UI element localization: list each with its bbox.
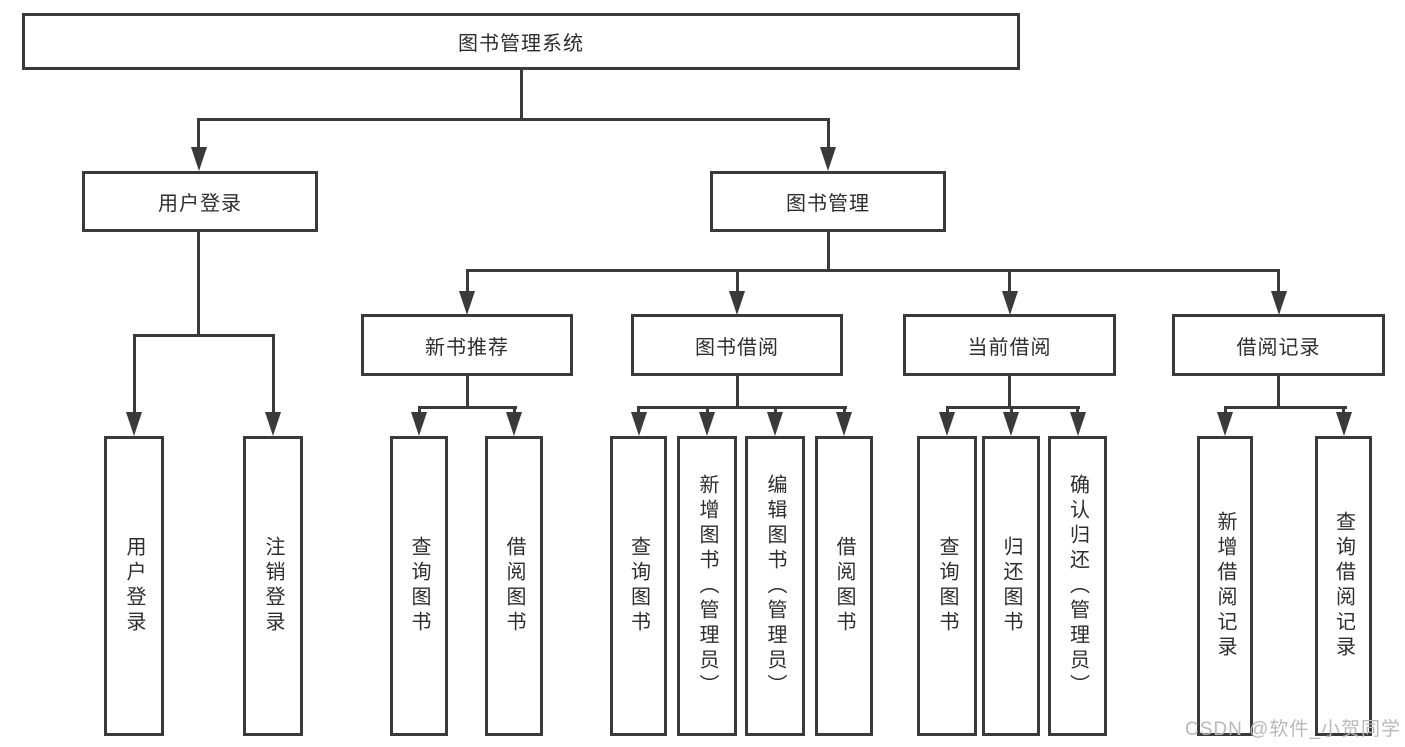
arrow-down-icon bbox=[190, 147, 207, 171]
leaf-user-login: 用户登录 bbox=[104, 436, 164, 736]
connector-line bbox=[773, 406, 777, 415]
connector-line bbox=[1008, 376, 1011, 408]
arrow-down-icon bbox=[1335, 412, 1352, 436]
node-current-borrowing: 当前借阅 bbox=[903, 314, 1116, 376]
leaf-edit-book-admin-label: 编辑图书（管理员） bbox=[764, 473, 786, 699]
leaf-borrow-books-a-label: 借阅图书 bbox=[503, 536, 525, 636]
leaf-add-borrow-record-label: 新增借阅记录 bbox=[1214, 511, 1236, 661]
connector-line bbox=[512, 406, 516, 415]
node-borrow-records: 借阅记录 bbox=[1172, 314, 1385, 376]
connector-line bbox=[465, 376, 469, 408]
connector-line bbox=[945, 406, 949, 415]
arrow-down-icon bbox=[1069, 412, 1086, 436]
leaf-add-book-admin-label: 新增图书（管理员） bbox=[696, 473, 718, 699]
arrow-down-icon bbox=[699, 412, 715, 436]
leaf-return-book-label: 归还图书 bbox=[1000, 536, 1022, 636]
arrow-down-icon bbox=[836, 412, 852, 436]
leaf-confirm-return-admin-label: 确认归还（管理员） bbox=[1066, 473, 1089, 699]
leaf-query-borrow-record: 查询借阅记录 bbox=[1315, 436, 1372, 736]
arrow-down-icon bbox=[265, 412, 281, 436]
node-root-label: 图书管理系统 bbox=[458, 33, 584, 55]
leaf-borrow-books-a: 借阅图书 bbox=[485, 436, 543, 736]
leaf-confirm-return-admin: 确认归还（管理员） bbox=[1048, 436, 1107, 736]
leaf-query-books-a: 查询图书 bbox=[390, 436, 448, 736]
leaf-edit-book-admin: 编辑图书（管理员） bbox=[745, 436, 805, 736]
connector-line bbox=[417, 406, 517, 409]
leaf-borrow-books-b-label: 借阅图书 bbox=[833, 536, 855, 636]
leaf-user-login-label: 用户登录 bbox=[123, 536, 145, 636]
connector-line bbox=[1277, 376, 1280, 408]
connector-line bbox=[519, 70, 523, 118]
arrow-down-icon bbox=[1001, 291, 1018, 315]
connector-line bbox=[945, 406, 1080, 409]
arrow-down-icon bbox=[1270, 291, 1287, 315]
node-new-book-recommend: 新书推荐 bbox=[361, 314, 573, 376]
leaf-logout: 注销登录 bbox=[243, 436, 303, 736]
node-user-login: 用户登录 bbox=[82, 171, 318, 232]
node-book-borrowing-label: 图书借阅 bbox=[695, 336, 779, 359]
arrow-down-icon bbox=[729, 291, 745, 315]
connector-line bbox=[1009, 406, 1013, 415]
node-borrow-records-label: 借阅记录 bbox=[1236, 336, 1321, 359]
arrow-down-icon bbox=[126, 412, 142, 436]
node-book-management-label: 图书管理 bbox=[786, 193, 870, 215]
leaf-query-books-c-label: 查询图书 bbox=[936, 536, 958, 636]
leaf-query-books-b: 查询图书 bbox=[610, 436, 667, 736]
connector-line bbox=[1342, 406, 1345, 415]
connector-line bbox=[465, 269, 469, 293]
connector-line bbox=[705, 406, 709, 415]
arrow-down-icon bbox=[630, 412, 647, 436]
connector-line bbox=[637, 406, 847, 409]
arrow-down-icon bbox=[506, 412, 522, 436]
node-new-book-recommend-label: 新书推荐 bbox=[425, 336, 509, 359]
arrow-down-icon bbox=[459, 291, 475, 315]
leaf-query-borrow-record-label: 查询借阅记录 bbox=[1332, 511, 1355, 661]
connector-line bbox=[1277, 269, 1280, 293]
connector-line bbox=[735, 376, 739, 408]
leaf-query-books-a-label: 查询图书 bbox=[408, 536, 430, 636]
node-root: 图书管理系统 bbox=[22, 13, 1020, 70]
connector-line bbox=[637, 406, 640, 415]
connector-line bbox=[1223, 406, 1347, 409]
connector-line bbox=[1008, 269, 1011, 293]
arrow-down-icon bbox=[1003, 412, 1019, 436]
arrow-down-icon bbox=[820, 147, 836, 171]
connector-line bbox=[132, 334, 136, 414]
connector-line bbox=[465, 269, 1280, 272]
connector-line bbox=[735, 269, 739, 293]
node-book-borrowing: 图书借阅 bbox=[631, 314, 843, 376]
connector-line bbox=[197, 118, 200, 150]
leaf-add-book-admin: 新增图书（管理员） bbox=[677, 436, 737, 736]
connector-line bbox=[1223, 406, 1227, 415]
connector-line bbox=[271, 334, 275, 414]
arrow-down-icon bbox=[767, 412, 783, 436]
node-current-borrowing-label: 当前借阅 bbox=[967, 336, 1052, 359]
leaf-query-books-c: 查询图书 bbox=[917, 436, 977, 736]
connector-line bbox=[417, 406, 421, 415]
leaf-query-books-b-label: 查询图书 bbox=[627, 536, 650, 636]
arrow-down-icon bbox=[411, 412, 427, 436]
arrow-down-icon bbox=[1217, 412, 1233, 436]
node-book-management: 图书管理 bbox=[710, 171, 946, 232]
connector-line bbox=[197, 118, 830, 121]
leaf-return-book: 归还图书 bbox=[982, 436, 1040, 736]
connector-line bbox=[132, 334, 275, 337]
connector-line bbox=[842, 406, 846, 415]
connector-line bbox=[197, 232, 200, 336]
node-user-login-label: 用户登录 bbox=[158, 193, 242, 215]
connector-line bbox=[1076, 406, 1079, 415]
connector-line bbox=[826, 232, 830, 272]
connector-line bbox=[826, 118, 830, 150]
arrow-down-icon bbox=[939, 412, 955, 436]
csdn-watermark: CSDN @软件_小贺同学 bbox=[1185, 719, 1401, 740]
leaf-logout-label: 注销登录 bbox=[262, 536, 284, 636]
leaf-borrow-books-b: 借阅图书 bbox=[815, 436, 873, 736]
leaf-add-borrow-record: 新增借阅记录 bbox=[1197, 436, 1253, 736]
